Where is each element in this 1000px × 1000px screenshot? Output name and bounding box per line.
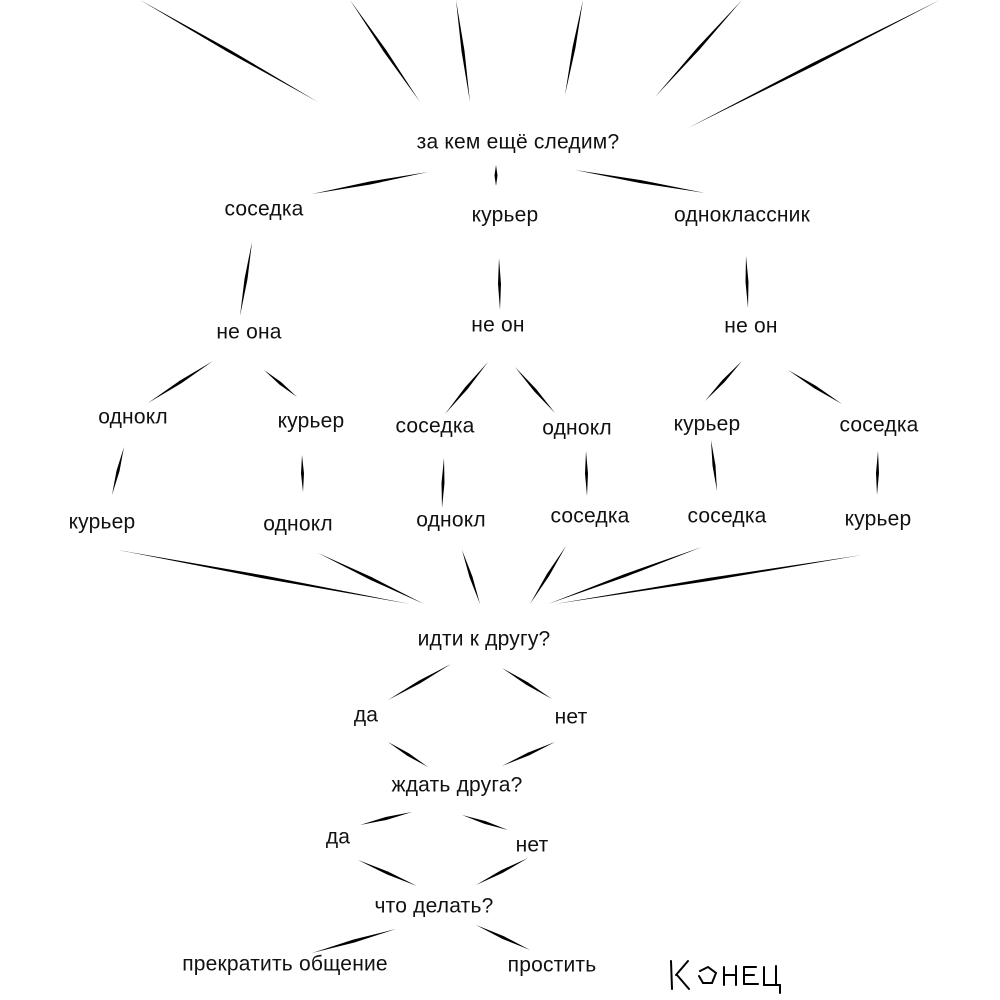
option-forgive: простить <box>507 953 597 977</box>
connector-line <box>140 0 318 102</box>
question-go-to-friend: идти к другу? <box>417 627 551 651</box>
node-l4-5: соседка <box>687 504 767 528</box>
connector-line <box>240 242 252 316</box>
node-not-her: не она <box>216 320 282 344</box>
node-l4-4: соседка <box>550 504 630 528</box>
connector-line <box>575 170 705 193</box>
connector-line <box>705 361 742 401</box>
connector-line <box>502 742 555 766</box>
connector-line <box>876 451 879 495</box>
node-l3-2: курьер <box>277 409 345 433</box>
node-courier: курьер <box>471 203 539 227</box>
connector-line <box>360 812 412 825</box>
node-l3-3: соседка <box>395 414 475 438</box>
node-not-him-classmate: не он <box>724 314 778 338</box>
connector-line <box>565 0 583 95</box>
question-wait-for-friend: ждать друга? <box>391 773 523 797</box>
connector-line <box>462 815 508 830</box>
connector-line <box>441 458 445 508</box>
connector-line <box>358 860 417 886</box>
node-l3-6: соседка <box>839 413 919 437</box>
connector-line <box>301 455 304 492</box>
connector-line <box>788 370 842 404</box>
connector-line <box>688 0 940 128</box>
connector-line <box>312 929 396 953</box>
connector-line <box>388 742 428 767</box>
connector-line <box>555 555 862 604</box>
node-l3-1: однокл <box>98 405 168 429</box>
connector-line <box>655 0 742 97</box>
node-l4-6: курьер <box>844 507 912 531</box>
question-what-to-do: что делать? <box>374 894 494 918</box>
connector-line <box>462 550 480 604</box>
node-l3-4: однокл <box>542 416 612 440</box>
signature-end <box>670 960 781 994</box>
connector-line <box>585 451 588 496</box>
node-neighbor: соседка <box>224 197 304 221</box>
node-l4-1: курьер <box>68 510 136 534</box>
connector-line <box>476 925 530 950</box>
node-l4-3: однокл <box>416 508 486 532</box>
q1-no: нет <box>554 705 588 729</box>
connector-line <box>476 858 528 885</box>
connector-line <box>264 370 297 397</box>
connector-line <box>318 553 424 604</box>
node-classmate: одноклассник <box>673 203 811 227</box>
connector-line <box>711 440 717 491</box>
connector-line <box>530 546 566 604</box>
connector-line <box>118 550 410 604</box>
q1-yes: да <box>353 703 379 727</box>
root-question: за кем ещё следим? <box>416 130 620 154</box>
connector-line <box>494 165 498 186</box>
connector-line <box>388 664 451 700</box>
connector-line <box>502 668 552 699</box>
connector-line <box>515 367 555 413</box>
connector-line <box>745 256 749 308</box>
node-l3-5: курьер <box>673 412 741 436</box>
connector-line <box>456 0 470 102</box>
connector-line <box>445 362 488 414</box>
connector-line <box>148 361 213 403</box>
node-l4-2: однокл <box>263 512 333 536</box>
connector-line <box>350 0 420 102</box>
option-stop-communication: прекратить общение <box>182 952 388 976</box>
q2-yes: да <box>325 825 351 849</box>
node-not-him-courier: не он <box>471 313 525 337</box>
connector-line <box>112 447 124 495</box>
connector-line <box>548 547 702 604</box>
connector-line <box>498 258 501 310</box>
q2-no: нет <box>515 833 549 857</box>
connector-line <box>312 172 428 194</box>
